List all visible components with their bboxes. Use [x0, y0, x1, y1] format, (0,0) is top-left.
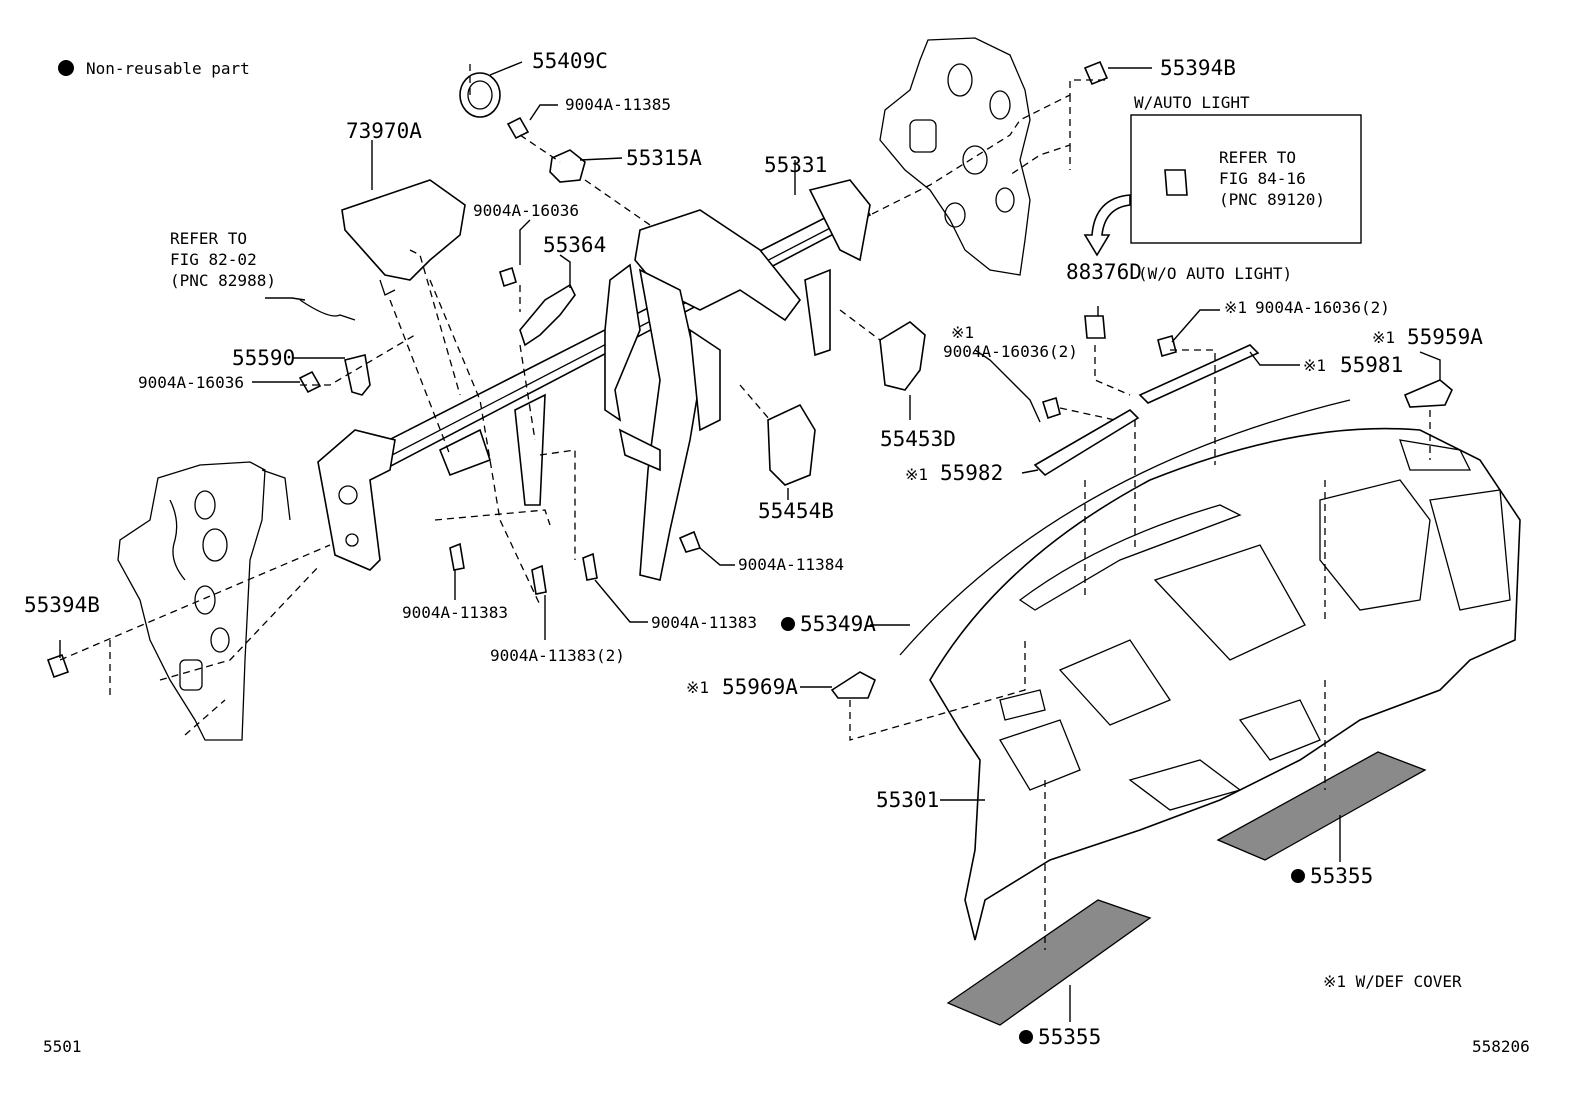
label-9004A-16036-top: 9004A-16036: [473, 201, 579, 220]
part-55454B-drawing: [767, 403, 816, 486]
inset-refer-line-2: FIG 84-16: [1219, 169, 1306, 188]
non-reusable-dot-55355-bottom: [1019, 1030, 1033, 1044]
leader-lines: [59, 61, 1441, 1022]
refer-left-line-2: FIG 82-02: [170, 250, 257, 269]
inset-box: [1130, 114, 1362, 244]
label-9004A-16036-2-right-text: 9004A-16036(2): [1255, 298, 1390, 317]
non-reusable-dot-icon: [58, 60, 74, 76]
label-55969A: 55969A: [722, 675, 798, 699]
label-88376D: 88376D: [1066, 260, 1142, 284]
guide-lines: [59, 60, 1431, 950]
inset-arrow-icon: [1083, 194, 1131, 257]
footer-right-code: 558206: [1472, 1037, 1530, 1056]
mark-x1-a: ※1: [1224, 298, 1247, 317]
part-55349A-drawing: [899, 399, 1351, 656]
mark-x1-55969A: ※1: [686, 678, 709, 697]
label-9004A-16036-left: 9004A-16036: [138, 373, 244, 392]
mark-x1-55982: ※1: [905, 465, 928, 484]
mark-x1-55959A: ※1: [1372, 328, 1395, 347]
label-55409C: 55409C: [532, 49, 608, 73]
right-body-pillar: [879, 37, 1031, 276]
part-88376D-drawing: [1084, 315, 1106, 339]
label-55331: 55331: [764, 153, 827, 177]
part-55969A-drawing: [830, 671, 877, 699]
mark-x1-mid: ※1: [951, 323, 974, 342]
legend-label: Non-reusable part: [86, 59, 250, 78]
label-9004A-16036-2-mid: 9004A-16036(2): [943, 342, 1078, 361]
non-reusable-dot-55355-right: [1291, 869, 1305, 883]
part-55364-drawing: [519, 283, 576, 347]
label-9004A-11383-b: 9004A-11383: [651, 613, 757, 632]
part-55981-drawing: [1138, 344, 1260, 404]
label-9004A-11383-2: 9004A-11383(2): [490, 646, 625, 665]
part-73970A-drawing: [341, 179, 466, 296]
label-55454B: 55454B: [758, 499, 834, 523]
label-55364: 55364: [543, 233, 606, 257]
refer-left-line-1: REFER TO: [170, 229, 247, 248]
part-55982-drawing: [1033, 408, 1140, 477]
left-body-pillar: [117, 461, 291, 741]
label-55355-bottom: 55355: [1038, 1025, 1101, 1049]
inset-refer-line-3: (PNC 89120): [1219, 190, 1325, 209]
label-9004A-16036-2-right: ※1 9004A-16036(2): [1224, 298, 1390, 317]
label-88376D-note: (W/O AUTO LIGHT): [1138, 264, 1292, 283]
mark-x1-55981: ※1: [1303, 356, 1326, 375]
inset-refer-line-1: REFER TO: [1219, 148, 1296, 167]
inset-sensor-drawing: [1164, 169, 1188, 196]
sensor-wire-drawing: [299, 299, 356, 321]
part-55959A-drawing: [1403, 379, 1453, 408]
part-55315A-drawing: [549, 149, 586, 183]
label-55301: 55301: [876, 788, 939, 812]
label-55315A: 55315A: [626, 146, 702, 170]
instrument-panel: [929, 427, 1521, 941]
label-55394B-left: 55394B: [24, 593, 100, 617]
label-9004A-11383-a: 9004A-11383: [402, 603, 508, 622]
label-55355-right: 55355: [1310, 864, 1373, 888]
note-x1-def-cover: ※1 W/DEF COVER: [1323, 972, 1462, 991]
label-55453D: 55453D: [880, 427, 956, 451]
inset-title: W/AUTO LIGHT: [1134, 93, 1250, 112]
bolts: [46, 60, 1177, 679]
label-55349A: 55349A: [800, 612, 876, 636]
label-9004A-11384: 9004A-11384: [738, 555, 844, 574]
part-55453D-drawing: [879, 321, 926, 391]
label-73970A: 73970A: [346, 119, 422, 143]
label-55959A: 55959A: [1407, 325, 1483, 349]
non-reusable-dot-55349A: [781, 617, 795, 631]
label-55982: 55982: [940, 461, 1003, 485]
part-55409C-drawing: [459, 72, 501, 118]
label-55394B-top: 55394B: [1160, 56, 1236, 80]
part-55590-drawing: [344, 354, 371, 396]
footer-left-code: 5501: [43, 1037, 82, 1056]
label-55981: 55981: [1340, 353, 1403, 377]
label-55590: 55590: [232, 346, 295, 370]
refer-left-line-3: (PNC 82988): [170, 271, 276, 290]
part-55355-bottom-pad: [946, 899, 1152, 1026]
label-9004A-11385: 9004A-11385: [565, 95, 671, 114]
cross-car-beam: [317, 179, 872, 581]
